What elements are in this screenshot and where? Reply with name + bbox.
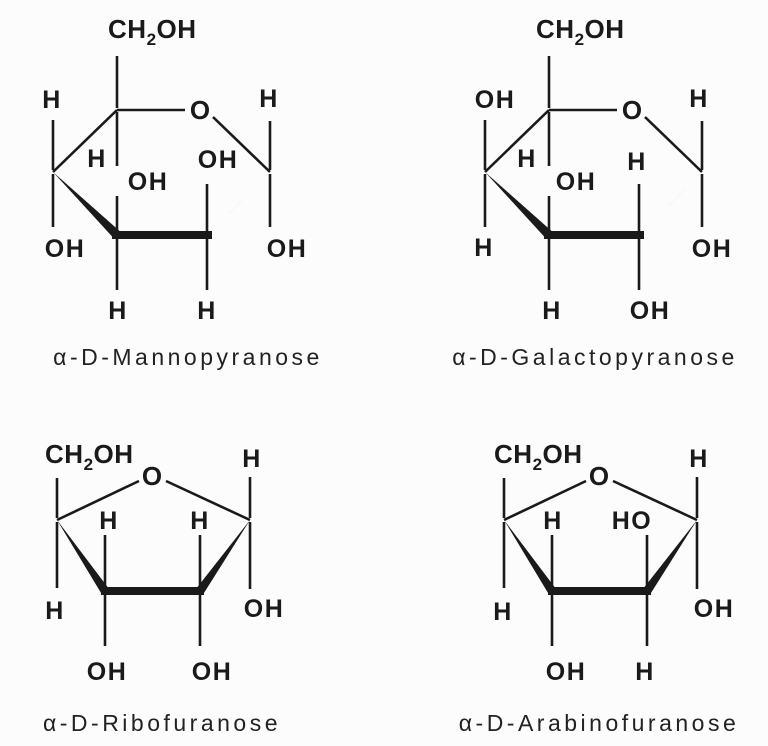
c1-up-label: H <box>689 85 709 113</box>
c3-down-label: OH <box>546 658 587 686</box>
c2-up-label: H <box>190 507 210 535</box>
c1-down-label: OH <box>244 595 285 623</box>
c5-down-label: H <box>517 145 537 173</box>
ch2oh-label: CH2OH <box>108 14 197 49</box>
ring-oxygen-label: O <box>190 95 210 125</box>
molecule-galactopyranose: CH2OH O H OH H OH H H OH H OH α-D-Galact… <box>452 14 738 370</box>
molecule-name: α-D-Mannopyranose <box>53 344 323 370</box>
ring-skeleton <box>57 477 250 646</box>
c3-up-label: H <box>543 507 563 535</box>
c4-down-label: H <box>45 597 65 625</box>
c4-down-label: H <box>474 234 494 262</box>
c1-up-label: H <box>242 445 262 473</box>
c1-up-label: H <box>259 85 279 113</box>
c3-down-label: OH <box>87 658 128 686</box>
c1-down-label: OH <box>692 235 733 263</box>
molecule-name: α-D-Galactopyranose <box>452 344 738 370</box>
c4-up-label: H <box>42 86 62 114</box>
c2-up-label: H <box>627 148 647 176</box>
c3-down-label: H <box>108 297 128 325</box>
molecule-name: α-D-Arabinofuranose <box>459 710 740 736</box>
c2-down-label: H <box>197 297 217 325</box>
c2-up-label: HO <box>612 507 653 535</box>
c4-up-label: OH <box>475 86 516 114</box>
molecule-ribofuranose: CH2OH O H H OH H OH H OH α-D-Ribofuranos… <box>43 439 285 736</box>
c4-down-label: OH <box>45 235 86 263</box>
c3-up-label: OH <box>128 168 169 196</box>
molecule-arabinofuranose: CH2OH O H H OH HO H H OH α-D-Arabinofura… <box>459 439 740 736</box>
c3-down-label: H <box>542 297 562 325</box>
ch2oh-label: CH2OH <box>536 14 625 49</box>
c1-up-label: H <box>689 445 709 473</box>
ch2oh-label: CH2OH <box>45 439 134 474</box>
c1-down-label: OH <box>694 595 735 623</box>
molecule-name: α-D-Ribofuranose <box>43 710 281 736</box>
c5-down-label: H <box>87 145 107 173</box>
c3-up-label: OH <box>556 168 597 196</box>
ring-oxygen-label: O <box>142 461 162 491</box>
ring-oxygen-label: O <box>622 95 642 125</box>
c4-down-label: H <box>493 598 513 626</box>
ch2oh-label: CH2OH <box>494 439 583 474</box>
ring-oxygen-label: O <box>589 461 609 491</box>
c1-down-label: OH <box>267 235 308 263</box>
ring-skeleton <box>504 477 697 646</box>
c3-up-label: H <box>99 507 119 535</box>
c2-down-label: H <box>635 658 655 686</box>
c2-down-label: OH <box>192 658 233 686</box>
c2-down-label: OH <box>630 297 671 325</box>
molecule-mannopyranose: CH2OH O H H OH OH H OH H H OH α-D-Mannop… <box>42 14 323 370</box>
c2-up-label: OH <box>198 146 239 174</box>
